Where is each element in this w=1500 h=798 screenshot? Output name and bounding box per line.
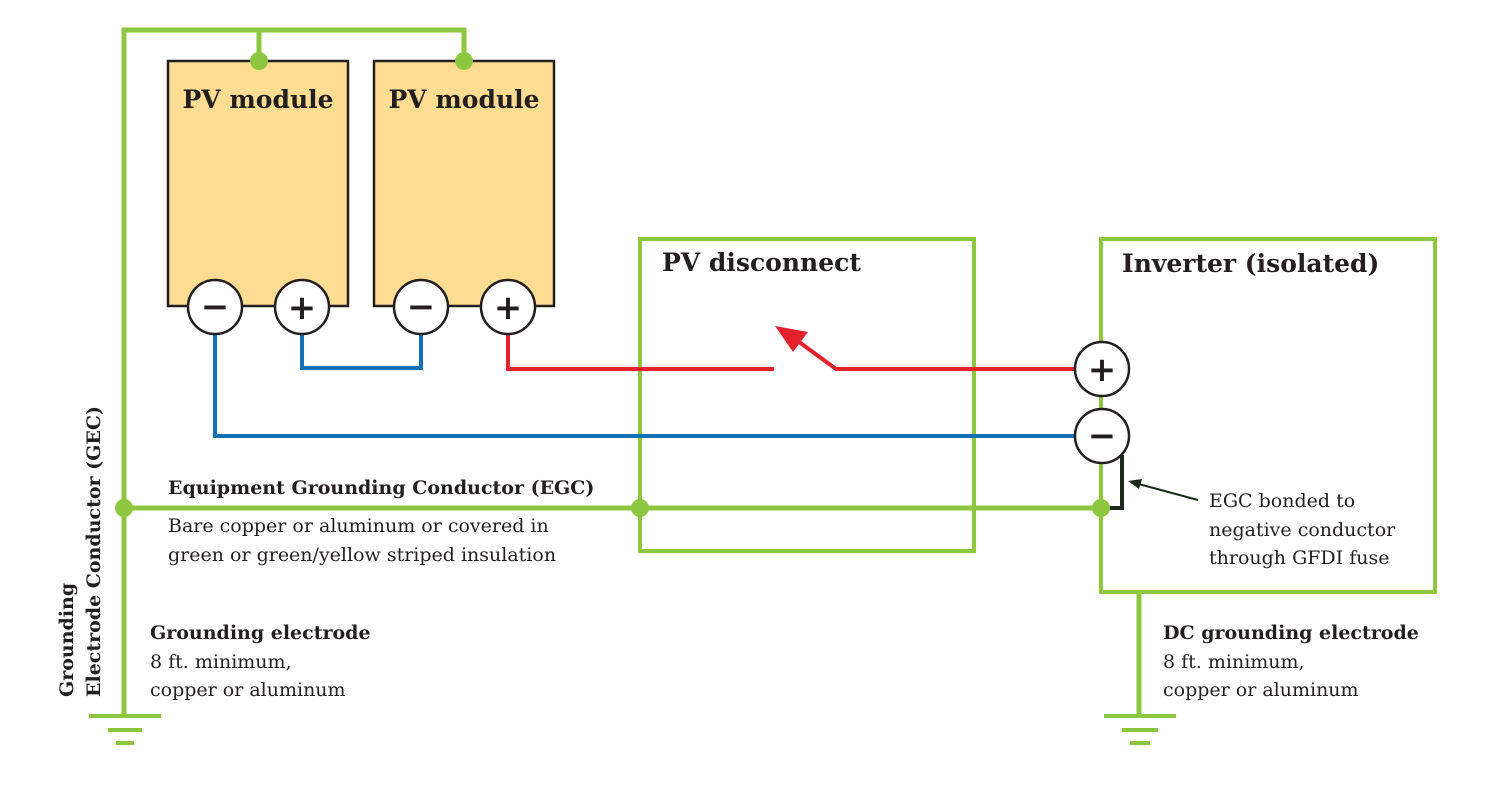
inverter-negative-terminal: − [1073,407,1131,465]
ground-symbol-icon [89,714,161,745]
pv-disconnect-box [638,237,976,553]
pv-module-1-negative-terminal: − [186,278,244,336]
pv-module-2-positive-terminal: + [479,278,537,336]
minus-icon: − [407,287,436,327]
inverter-label: Inverter (isolated) [1122,249,1379,278]
terminal-circle [1073,340,1131,398]
gec-label: Grounding Electrode Conductor (GEC) [56,406,105,697]
conductors [213,326,1101,438]
gec-label-line-2: Electrode Conductor (GEC) [83,406,105,697]
egc-description-line-2: green or green/yellow striped insulation [168,544,556,566]
disconnect-egc-junction-dot [631,499,649,517]
dc-grounding-electrode-line-2: copper or aluminum [1163,679,1359,701]
pv-module-1-positive-terminal: + [273,278,331,336]
inverter-egc-junction-dot [1092,499,1110,517]
pv-disconnect-label: PV disconnect [662,248,861,277]
negative-wire [213,330,1101,438]
bond-note-line-1: EGC bonded to [1209,490,1355,512]
grounding-electrode-line-1: 8 ft. minimum, [150,651,292,673]
pv-module-1: PV module [166,59,350,308]
grounding-electrode-line-2: copper or aluminum [150,679,346,701]
dc-ground-symbol-icon [1104,714,1176,745]
series-link-wire [300,330,423,370]
positive-wire-module-side [506,330,774,371]
terminal-circle [479,278,537,336]
bond-note-arrow-icon [1128,479,1199,501]
pv-module-2-label: PV module [388,85,539,114]
dc-grounding-electrode-line-1: 8 ft. minimum, [1163,651,1305,673]
terminal-circle [273,278,331,336]
gec-egc-junction-dot [115,499,133,517]
minus-icon: − [201,287,230,327]
positive-wire-inverter-side [793,337,1101,371]
pv-module-2: PV module [372,59,556,308]
inverter-positive-terminal: + [1073,340,1131,398]
terminal-circle [1073,407,1131,465]
bond-note-line-2: negative conductor [1209,519,1396,541]
egc-title: Equipment Grounding Conductor (EGC) [168,477,594,499]
gec-label-line-1: Grounding [56,583,78,697]
module-2-ground-dot [455,52,473,70]
terminal-circle [186,278,244,336]
terminal-circle [392,278,450,336]
pv-disconnect: PV disconnect [638,237,976,553]
pv-module-1-label: PV module [182,85,333,114]
disconnect-switch-arrowhead [775,326,808,352]
pv-module-1-body [166,59,350,308]
grounding-electrode-title: Grounding electrode [150,622,371,644]
gec-wire [121,27,467,715]
plus-icon: + [494,288,523,328]
dc-grounding-electrode-title: DC grounding electrode [1163,622,1419,644]
minus-icon: − [1088,416,1117,456]
egc-description-line-1: Bare copper or aluminum or covered in [168,515,549,537]
plus-icon: + [288,288,317,328]
bond-note-line-3: through GFDI fuse [1209,547,1389,569]
plus-icon: + [1088,350,1117,390]
module-1-ground-dot [250,52,268,70]
pv-module-2-negative-terminal: − [392,278,450,336]
